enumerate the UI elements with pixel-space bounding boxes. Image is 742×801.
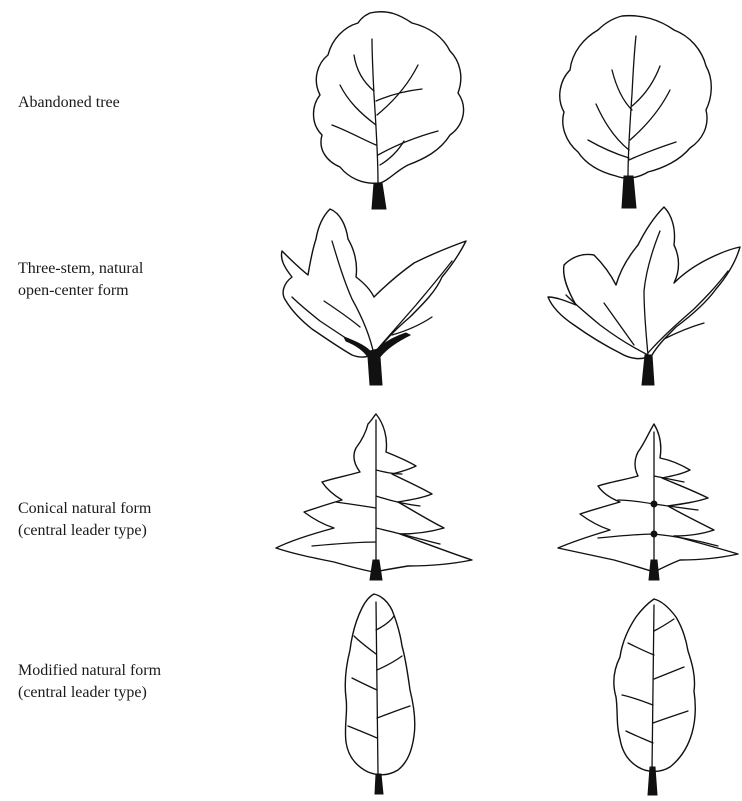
label-conical-form: Conical natural form (central leader typ…: [18, 498, 248, 542]
modified-tree-left-drawing: [330, 590, 430, 800]
label-open-center-form: Three-stem, natural open-center form: [18, 258, 248, 302]
label-line: (central leader type): [18, 520, 248, 542]
abandoned-tree-left-drawing: [300, 5, 480, 215]
modified-tree-right-drawing: [600, 595, 710, 800]
label-line: Abandoned tree: [18, 92, 248, 114]
label-abandoned-tree: Abandoned tree: [18, 92, 248, 114]
open-center-tree-right-drawing: [544, 205, 742, 390]
label-line: Conical natural form: [18, 498, 248, 520]
conical-tree-left-drawing: [272, 410, 482, 585]
label-line: (central leader type): [18, 682, 248, 704]
open-center-tree-left-drawing: [274, 205, 484, 390]
label-line: open-center form: [18, 280, 248, 302]
abandoned-tree-right-drawing: [550, 10, 720, 215]
label-line: Modified natural form: [18, 660, 248, 682]
label-line: Three-stem, natural: [18, 258, 248, 280]
conical-tree-right-drawing: [552, 420, 742, 585]
label-modified-form: Modified natural form (central leader ty…: [18, 660, 248, 704]
